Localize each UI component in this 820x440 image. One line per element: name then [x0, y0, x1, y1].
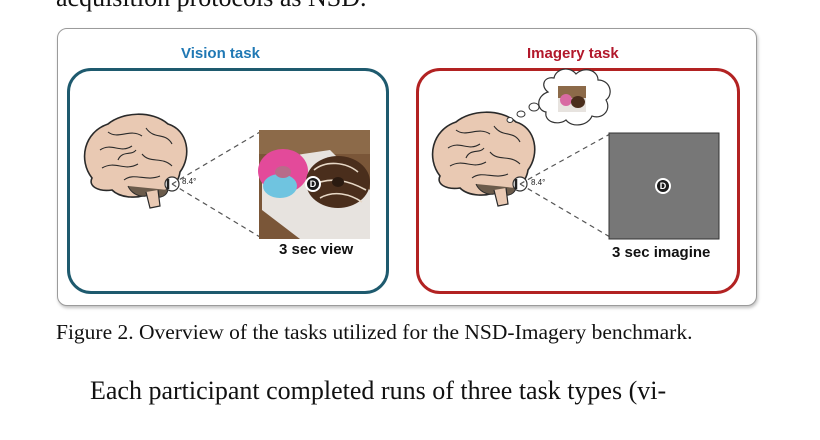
vision-duration-label: 3 sec view: [279, 241, 354, 258]
preceding-text-line: acquisition protocols as NSD.: [56, 0, 367, 14]
brain-icon: [83, 113, 188, 209]
imagery-duration-label: 3 sec imagine: [612, 244, 711, 261]
visual-angle-label: 8.4°: [531, 178, 546, 187]
brain-icon: [431, 111, 536, 207]
imagined-donut-thumbnail: [558, 86, 586, 112]
fixation-marker: D: [655, 178, 671, 194]
vision-task-title: Vision task: [181, 45, 260, 62]
donut-stimulus-image: [258, 130, 370, 239]
imagery-task-title: Imagery task: [527, 45, 619, 62]
body-paragraph-line: Each participant completed runs of three…: [90, 376, 667, 405]
fixation-marker: D: [305, 176, 321, 192]
figure-caption: Figure 2. Overview of the tasks utilized…: [56, 320, 693, 344]
visual-angle-label: 8.4°: [182, 177, 197, 186]
vision-task-panel: [67, 68, 389, 294]
imagery-task-panel: [416, 68, 740, 294]
